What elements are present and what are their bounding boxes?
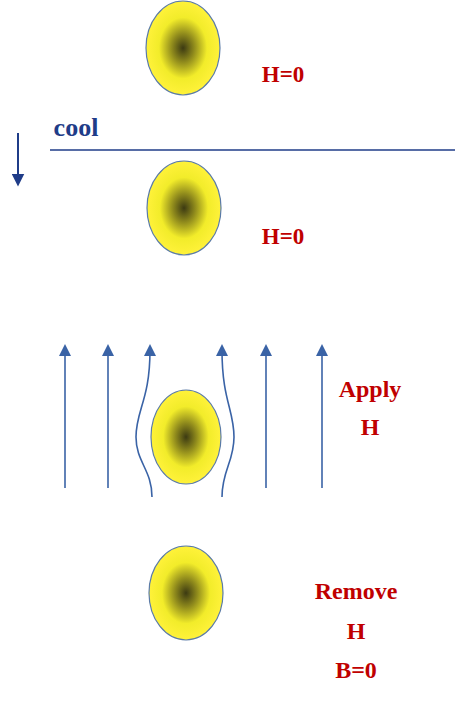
field-lines	[65, 350, 322, 497]
sample-ellipse	[151, 390, 221, 484]
cool-arrow	[17, 133, 19, 180]
step-label: Remove H B=0	[300, 572, 412, 691]
field-line	[64, 350, 66, 488]
field-line	[222, 350, 234, 497]
field-line	[265, 350, 267, 488]
step-label: cool	[36, 112, 116, 143]
field-line	[321, 350, 323, 488]
separator-line	[50, 149, 455, 151]
sample-ellipse	[147, 161, 221, 255]
field-line	[136, 350, 152, 497]
field-label: H=0	[238, 222, 328, 252]
step-label: Apply H	[330, 370, 410, 447]
sample-ellipse	[149, 546, 223, 640]
sample-ellipse	[146, 1, 220, 95]
field-line	[107, 350, 109, 488]
field-label: H=0	[238, 60, 328, 90]
